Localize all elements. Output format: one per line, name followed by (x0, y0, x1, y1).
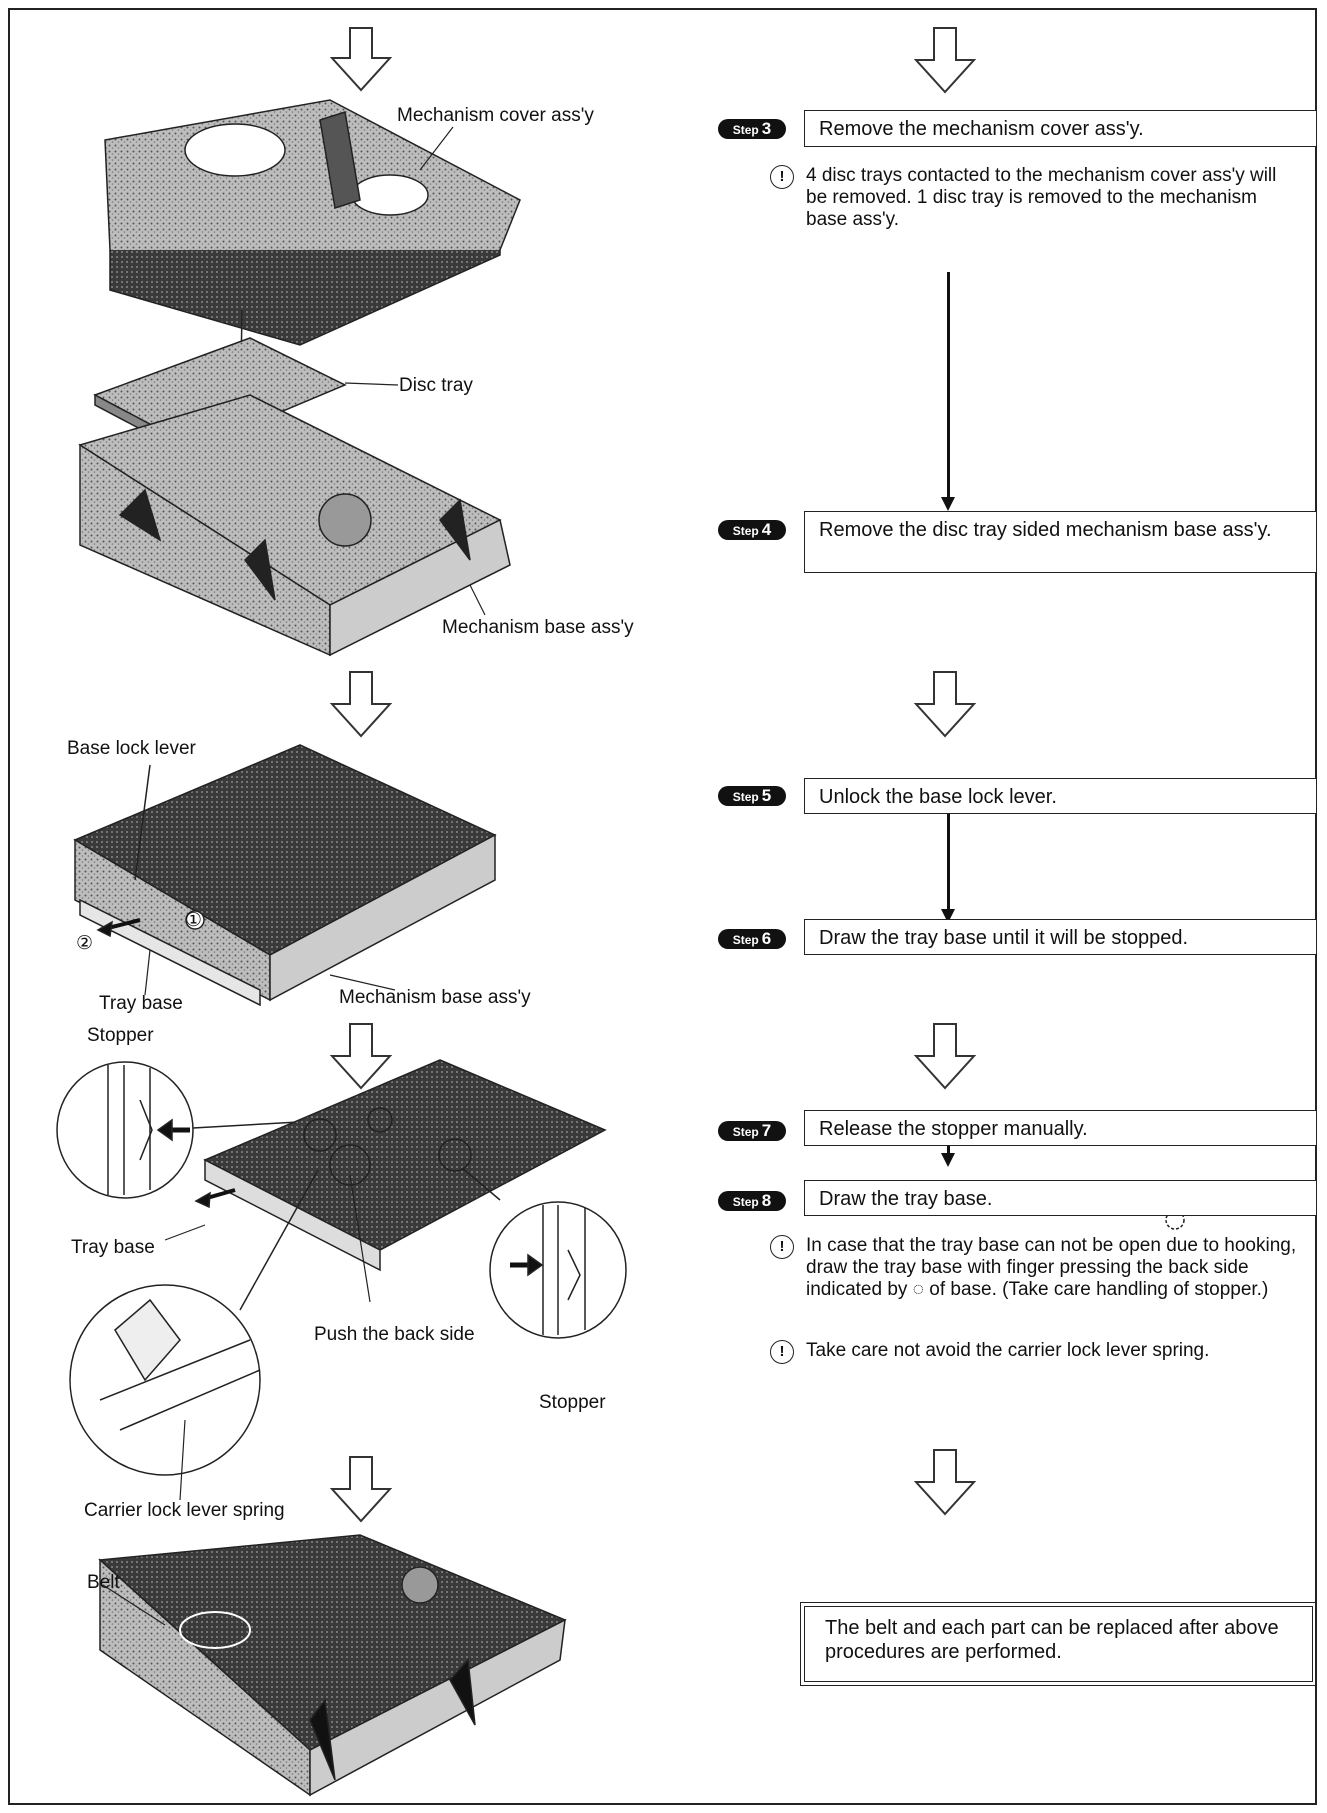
label-marker-1: ① (185, 910, 202, 932)
step-6-text: Draw the tray base until it will be stop… (819, 927, 1188, 949)
label-marker-2: ② (76, 933, 93, 955)
step-3-note-text: 4 disc trays contacted to the mechanism … (806, 165, 1290, 231)
caution-icon: ! (770, 1235, 794, 1259)
step-6-box: Draw the tray base until it will be stop… (804, 919, 1317, 955)
label-mechanism-cover: Mechanism cover ass'y (397, 105, 594, 127)
step-4-text: Remove the disc tray sided mechanism bas… (819, 519, 1272, 541)
step-8-text: Draw the tray base. (819, 1188, 992, 1210)
label-belt: Belt (87, 1572, 120, 1594)
step-8-box: Draw the tray base. (804, 1180, 1317, 1216)
flow-arrow-head (941, 497, 955, 511)
step-8-note-2: ! Take care not avoid the carrier lock l… (770, 1340, 1290, 1362)
final-note-text: The belt and each part can be replaced a… (804, 1606, 1313, 1682)
hollow-down-arrow-icon (916, 1450, 974, 1514)
caution-icon: ! (770, 165, 794, 189)
base-lock-illustration (75, 745, 495, 1005)
hollow-down-arrow-icon (332, 1457, 390, 1521)
label-stopper-1: Stopper (87, 1025, 154, 1047)
label-tray-base-1: Tray base (99, 993, 183, 1015)
label-carrier-spring: Carrier lock lever spring (84, 1500, 285, 1522)
flow-arrow-head (941, 1153, 955, 1167)
label-mechanism-base-2: Mechanism base ass'y (339, 987, 531, 1009)
step-7-text: Release the stopper manually. (819, 1118, 1088, 1140)
step-3-text: Remove the mechanism cover ass'y. (819, 118, 1144, 140)
hollow-down-arrow-icon (916, 1024, 974, 1088)
final-note-box: The belt and each part can be replaced a… (800, 1602, 1317, 1686)
label-push-back-side: Push the back side (314, 1324, 475, 1346)
caution-icon: ! (770, 1340, 794, 1364)
label-stopper-2: Stopper (539, 1392, 606, 1414)
label-tray-base-2: Tray base (71, 1237, 155, 1259)
step-8-note-1-text: In case that the tray base can not be op… (806, 1235, 1315, 1301)
belt-illustration (100, 1535, 565, 1795)
step-8-note-1: ! In case that the tray base can not be … (770, 1235, 1315, 1301)
flow-arrow-5-6 (947, 814, 950, 914)
hollow-down-arrow-icon (916, 28, 974, 92)
hollow-down-arrow-icon (332, 1024, 390, 1088)
hollow-down-arrow-icon (332, 28, 390, 90)
step-3-note: ! 4 disc trays contacted to the mechanis… (770, 165, 1290, 231)
step-3-box: Remove the mechanism cover ass'y. (804, 110, 1317, 147)
step-7-box: Release the stopper manually. (804, 1110, 1317, 1146)
mechanism-base-illustration (80, 395, 510, 655)
step-8-note-2-text: Take care not avoid the carrier lock lev… (806, 1340, 1290, 1362)
step-5-text: Unlock the base lock lever. (819, 786, 1057, 808)
label-disc-tray: Disc tray (399, 375, 473, 397)
label-mechanism-base-1: Mechanism base ass'y (442, 617, 634, 639)
step-4-box: Remove the disc tray sided mechanism bas… (804, 511, 1317, 573)
hollow-down-arrow-icon (916, 672, 974, 736)
flow-arrow-3-4 (947, 272, 950, 500)
step-5-box: Unlock the base lock lever. (804, 778, 1317, 814)
label-base-lock-lever: Base lock lever (67, 738, 196, 760)
hollow-down-arrow-icon (332, 672, 390, 736)
